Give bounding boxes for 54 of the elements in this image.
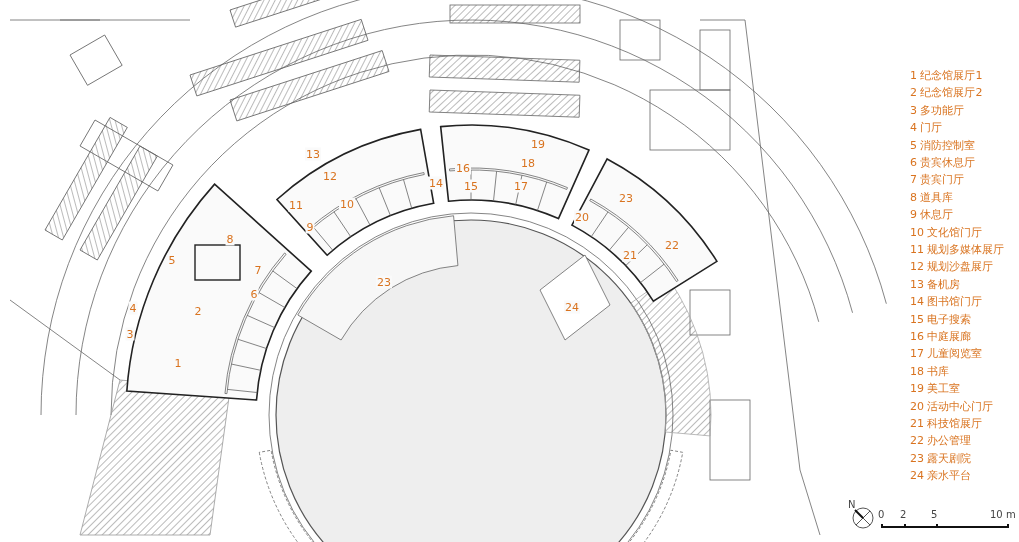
room-number: 2 bbox=[193, 304, 203, 318]
room-number: 3 bbox=[125, 327, 135, 341]
legend-entry: 16 中庭展廊 bbox=[910, 331, 972, 342]
legend-entry: 6 贵宾休息厅 bbox=[910, 157, 976, 168]
north-label: N bbox=[848, 500, 856, 510]
legend-entry: 4 门厅 bbox=[910, 122, 943, 134]
scale-label: 10 m bbox=[990, 510, 1016, 520]
room-number: 8 bbox=[225, 232, 235, 246]
room-number: 5 bbox=[167, 253, 177, 267]
legend-entry: 9 休息厅 bbox=[910, 209, 954, 221]
room-number: 1 bbox=[173, 356, 183, 370]
legend-entry: 10 文化馆门厅 bbox=[910, 226, 983, 238]
legend-entry: 15 电子搜索 bbox=[910, 313, 972, 325]
legend-entry: 3 多功能厅 bbox=[910, 104, 965, 116]
room-number: 18 bbox=[520, 156, 536, 170]
room-number: 9 bbox=[305, 220, 315, 234]
room-number: 19 bbox=[530, 137, 546, 151]
legend-entry: 14 图书馆门厅 bbox=[910, 296, 983, 308]
room-number: 10 bbox=[339, 197, 355, 211]
legend-entry: 1 纪念馆展厅1 bbox=[910, 70, 983, 81]
room-number: 24 bbox=[564, 300, 580, 314]
room-number: 23 bbox=[618, 191, 634, 205]
legend-entry: 11 规划多媒体展厅 bbox=[910, 244, 1005, 255]
legend-entry: 2 纪念馆展厅2 bbox=[910, 87, 983, 99]
legend-entry: 23 露天剧院 bbox=[910, 452, 972, 464]
legend-entry: 21 科技馆展厅 bbox=[910, 418, 983, 429]
legend-entry: 13 备机房 bbox=[910, 278, 961, 290]
legend-entry: 22 办公管理 bbox=[910, 435, 972, 447]
legend-entry: 20 活动中心门厅 bbox=[910, 400, 994, 412]
room-number: 23 bbox=[376, 275, 392, 289]
legend-entry: 8 道具库 bbox=[910, 191, 954, 203]
legend-entry: 17 儿童阅览室 bbox=[910, 348, 983, 360]
legend-entry: 7 贵宾门厅 bbox=[910, 174, 965, 186]
scale-label: 2 bbox=[900, 510, 907, 520]
room-number: 15 bbox=[463, 179, 479, 193]
legend-entry: 18 书库 bbox=[910, 365, 950, 377]
legend-entry: 12 规划沙盘展厅 bbox=[910, 261, 994, 273]
legend-entry: 19 美工室 bbox=[910, 383, 961, 395]
room-number: 6 bbox=[249, 287, 259, 301]
room-number: 22 bbox=[664, 238, 680, 252]
room-number: 13 bbox=[305, 147, 321, 161]
room-number: 12 bbox=[322, 169, 338, 183]
legend-entry: 5 消防控制室 bbox=[910, 139, 976, 151]
legend-entry: 24 亲水平台 bbox=[910, 470, 972, 482]
room-number: 21 bbox=[622, 248, 638, 262]
room-number: 16 bbox=[455, 161, 471, 175]
scale-label: 0 bbox=[878, 510, 885, 520]
room-number: 4 bbox=[128, 301, 138, 315]
room-number: 20 bbox=[574, 210, 590, 224]
room-number: 7 bbox=[253, 263, 263, 277]
room-number: 14 bbox=[428, 176, 444, 190]
room-number: 11 bbox=[288, 198, 304, 212]
scale-label: 5 bbox=[931, 510, 938, 520]
room-number: 17 bbox=[513, 179, 529, 193]
